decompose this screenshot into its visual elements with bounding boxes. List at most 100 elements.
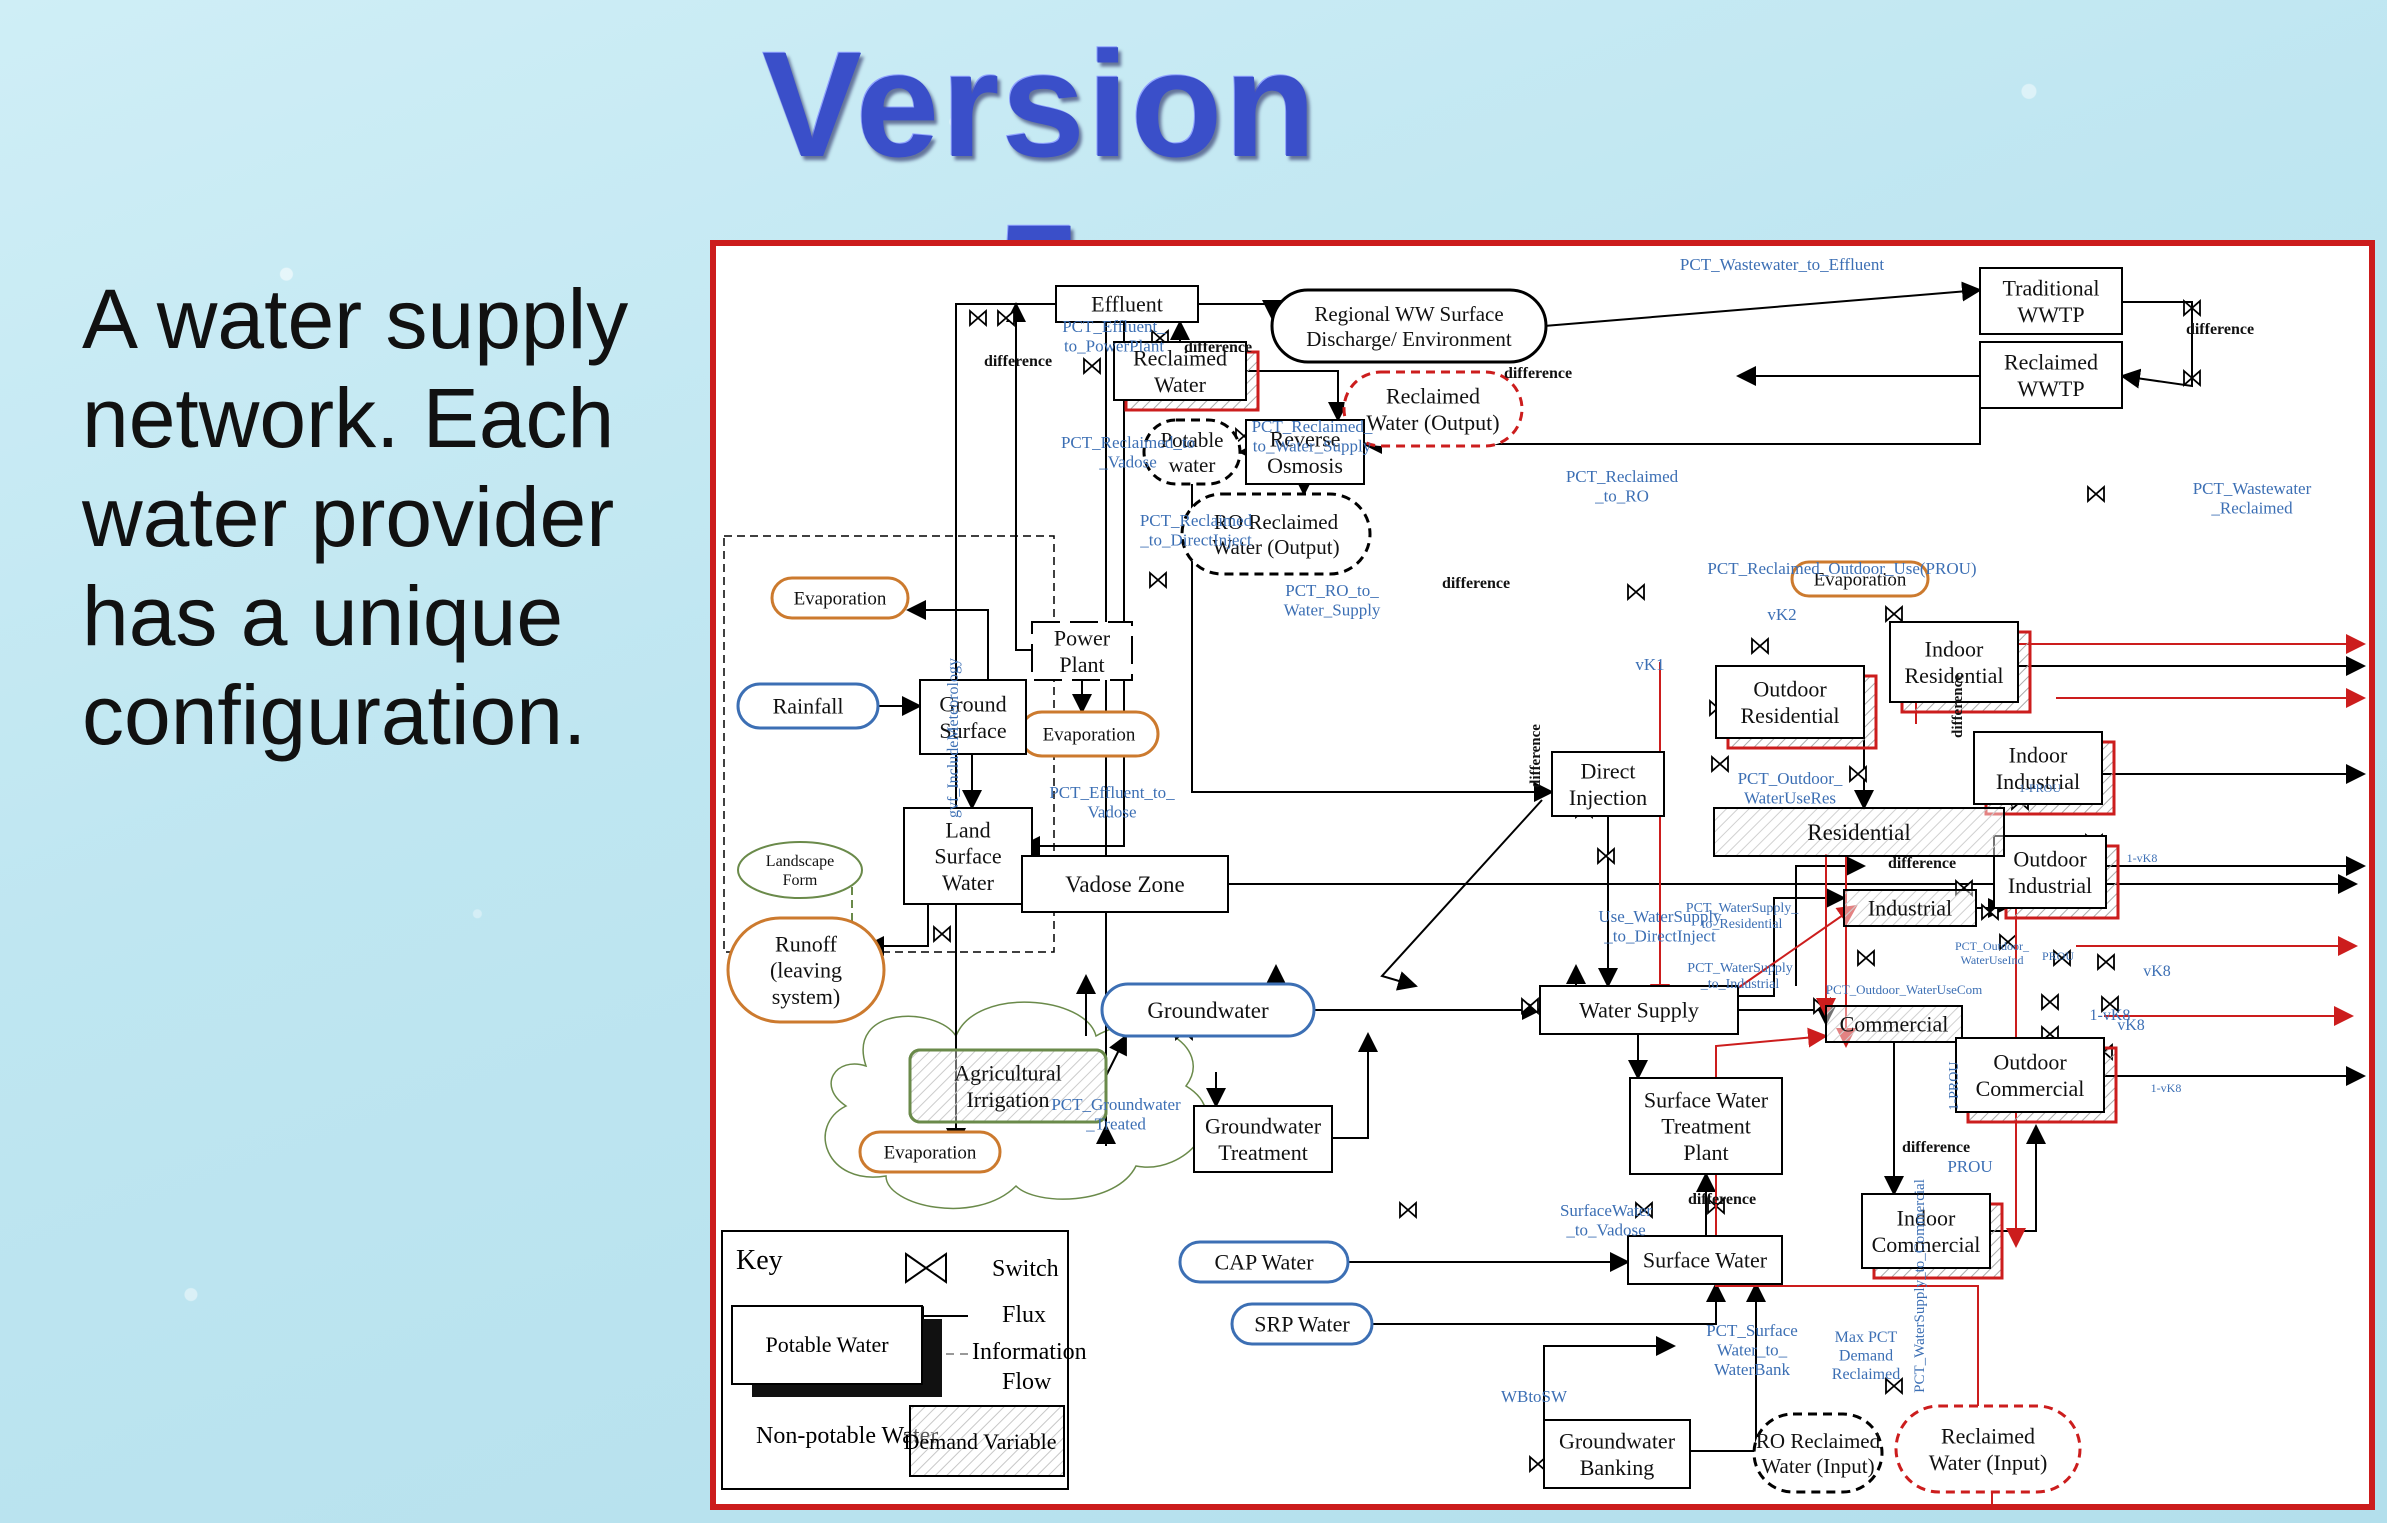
difference-label: difference xyxy=(1902,1139,1970,1156)
label-text: PCT_Outdoor_WaterUseCom xyxy=(1826,982,1982,997)
cap-water-text: CAP Water xyxy=(1214,1250,1314,1275)
outdoor-industrial-text: Outdoor xyxy=(2013,847,2087,872)
direct-injection-text: Injection xyxy=(1569,785,1647,810)
residential-node: Residential xyxy=(1713,807,2005,857)
groundwater-treatment-text: Groundwater xyxy=(1205,1114,1322,1139)
wbtosw-label: WBtoSW xyxy=(1501,1387,1568,1406)
land-surface-water-text: Water xyxy=(942,870,995,895)
label-text: _to_DirectInject xyxy=(1603,927,1716,946)
pct-wastewater-to-effluent-label: PCT_Wastewater_to_Effluent xyxy=(1680,255,1884,274)
runoff-text: (leaving xyxy=(770,958,842,983)
reclaimed-water-input-text: Reclaimed xyxy=(1941,1424,2035,1449)
label-text: _to_Vadose xyxy=(1565,1221,1645,1240)
groundwater-banking-text: Groundwater xyxy=(1559,1429,1676,1454)
direct-injection-text: Direct xyxy=(1581,759,1636,784)
surface-water-text: Surface Water xyxy=(1643,1248,1768,1273)
switch-icon xyxy=(933,925,951,943)
label-text: PCT_Reclaimed_ xyxy=(1252,417,1373,436)
flux-line xyxy=(1246,370,1348,422)
one-prou-label: 1-PROU xyxy=(1947,1061,1962,1110)
indoor-industrial-text: Industrial xyxy=(1996,769,2080,794)
label-text: difference xyxy=(1184,339,1252,356)
label-text: PCT_RO_to_ xyxy=(1285,581,1379,600)
switch-icon xyxy=(1521,997,1539,1015)
power-plant-text: Power xyxy=(1054,626,1111,651)
groundwater-text: Groundwater xyxy=(1147,998,1269,1023)
land-surface-water-text: Land xyxy=(945,817,990,842)
switch-icon xyxy=(2041,993,2059,1011)
ro-reclaimed-output-text: RO Reclaimed xyxy=(1214,510,1339,534)
label-text: vK2 xyxy=(1767,605,1796,624)
switch-icon xyxy=(1885,605,1903,623)
pct-surface-water-to-waterbank-label: PCT_SurfaceWater_to_WaterBank xyxy=(1706,1321,1798,1379)
commercial-text: Commercial xyxy=(1840,1012,1949,1037)
key-potable: Potable Water xyxy=(765,1332,889,1357)
label-text: Water_Supply xyxy=(1284,601,1381,620)
label-text: WaterUseInd xyxy=(1960,953,2023,967)
label-text: PCT_Reclaimed xyxy=(1566,467,1679,486)
difference-label: difference xyxy=(1504,365,1572,382)
irrigation-cloud xyxy=(824,1001,1208,1210)
label-text: PCT_Wastewater_to_Effluent xyxy=(1680,255,1884,274)
label-text: 1-vK8 xyxy=(2090,1007,2131,1024)
flux-line xyxy=(1362,398,1981,454)
label-text: difference xyxy=(984,353,1052,370)
outdoor-residential-text: Residential xyxy=(1741,703,1840,728)
one-prou-label: 1-PROU xyxy=(2019,781,2061,795)
flux-line xyxy=(1332,1032,1378,1139)
surface-water-treatment-text: Plant xyxy=(1683,1140,1728,1165)
agricultural-irrigation-text: Agricultural xyxy=(954,1061,1062,1086)
prou-label: PROU xyxy=(1947,1157,1992,1176)
switch-icon xyxy=(1627,583,1645,601)
power-plant-text: Plant xyxy=(1059,652,1104,677)
difference-label: difference xyxy=(1888,855,1956,872)
srp-water-text: SRP Water xyxy=(1254,1312,1350,1337)
switch-icon xyxy=(2183,369,2201,387)
pct-effluent-to-vadose-label: PCT_Effluent_to_Vadose xyxy=(1049,783,1175,822)
pct-outdoor-wateruseres-label: PCT_Outdoor_WaterUseRes xyxy=(1738,769,1843,808)
pct-groundwater-treated-label: PCT_Groundwater_Treated xyxy=(1051,1095,1181,1134)
reclaimed-wwtp-text: WWTP xyxy=(2017,376,2084,401)
water-network-diagram: EffluentTraditionalWWTPReclaimedWWTPRegi… xyxy=(721,255,2366,1504)
landscape-form-text: Form xyxy=(783,872,818,889)
surfacewater-to-vadose-label: SurfaceWater_to_Vadose xyxy=(1560,1201,1652,1240)
slide-description: A water supply network. Each water provi… xyxy=(82,272,629,762)
srp-water-node: SRP Water xyxy=(1230,1302,1374,1346)
reverse-osmosis-text: Osmosis xyxy=(1267,453,1343,478)
outdoor-commercial-text: Outdoor xyxy=(1993,1050,2067,1075)
diagram-labels: PCT_Wastewater_to_EffluentPCT_Effluent_t… xyxy=(945,255,2312,1406)
ro-reclaimed-output-text: Water (Output) xyxy=(1212,535,1339,559)
label-text: _Treated xyxy=(1085,1115,1146,1134)
outdoor-residential-text: Outdoor xyxy=(1753,677,1827,702)
label-text: PCT_Reclaimed xyxy=(1140,511,1253,530)
diagram-nodes: EffluentTraditionalWWTPReclaimedWWTPRegi… xyxy=(726,267,2123,1494)
outdoor-industrial-text: Industrial xyxy=(2008,873,2092,898)
evaporation-text: Evaporation xyxy=(1043,725,1136,746)
label-text: PROU xyxy=(1947,1157,1992,1176)
switch-icon xyxy=(1635,1201,1653,1219)
potable-water-text: Potable xyxy=(1161,428,1224,452)
reclaimed-flux-line xyxy=(1737,904,1858,989)
ground-surface-text: Ground xyxy=(939,692,1006,717)
pct-reclaimed-outdoor-use-label: PCT_Reclaimed_Outdoor_Use(PROU) xyxy=(1707,559,1976,578)
label-text: WBtoSW xyxy=(1501,1387,1568,1406)
evaporation-node: Evaporation xyxy=(1790,560,1930,598)
pct-ro-to-water-supply-label: PCT_RO_to_Water_Supply xyxy=(1284,581,1381,620)
surface-water-treatment-text: Treatment xyxy=(1661,1114,1751,1139)
agricultural-irrigation-text: Irrigation xyxy=(966,1087,1049,1112)
flux-line xyxy=(1795,856,1866,986)
flux-line xyxy=(1020,322,1125,856)
indoor-residential-text: Indoor xyxy=(1925,637,1984,662)
